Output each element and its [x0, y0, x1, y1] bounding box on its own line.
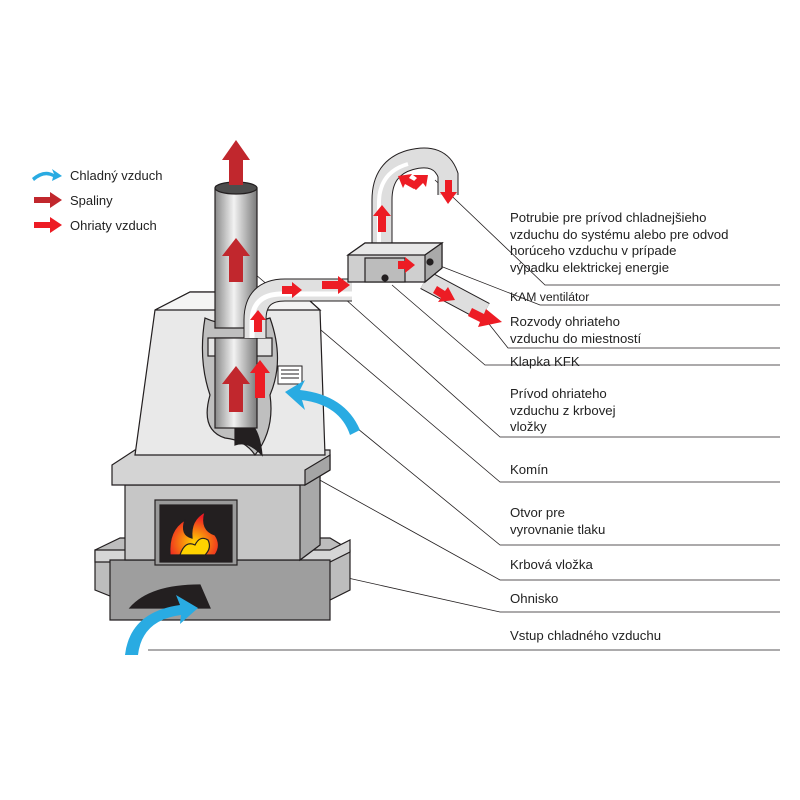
warm-arrow-duct-2 [322, 276, 350, 294]
warm-arrow-insert [250, 360, 270, 398]
label-firebox: Ohnisko [510, 591, 559, 606]
legend-item-flue-gas: Spaliny [30, 191, 113, 209]
bypass-pipe [371, 147, 459, 255]
mantel-shelf [111, 449, 331, 487]
label-kam-fan: KAM ventilátor [510, 290, 590, 304]
pressure-opening-grille [277, 365, 303, 385]
warm-air-arrows [250, 174, 502, 398]
label-distribution: Rozvody ohriateho vzduchu do miestností [510, 314, 642, 346]
cold-arrow-inlet [125, 595, 198, 655]
fireplace-body [124, 468, 321, 566]
warm-arrow-dist-1 [433, 286, 455, 302]
kam-fan-box [346, 241, 444, 284]
label-pressure-opening: Otvor pre vyrovnanie tlaku [510, 505, 606, 537]
warm-arrow-duct-1 [282, 282, 302, 298]
warm-air-arrow-icon [34, 217, 62, 233]
leader-line-hot-air-supply [325, 281, 780, 438]
label-cold-air-inlet: Vstup chladného vzduchu [510, 628, 662, 643]
label-pipe-bypass: Potrubie pre prívod chladnejšieho vzduch… [510, 210, 729, 275]
legend-label: Chladný vzduch [70, 167, 163, 183]
label-fireplace-insert: Krbová vložka [510, 557, 593, 572]
warm-arrow-bypass-up [373, 205, 391, 232]
leader-line-pressure-opening [291, 374, 780, 546]
cold-air-arrow-icon [32, 169, 62, 181]
legend-item-warm-air: Ohriaty vzduch [30, 216, 157, 234]
leader-line-kfk [391, 284, 780, 366]
leader-line-chimney [235, 257, 780, 483]
warm-arrow-bypass-down [440, 180, 457, 204]
leader-line-kam-fan [429, 261, 780, 306]
label-hot-air-supply: Prívod ohriateho vzduchu z krbovej vložk… [510, 386, 616, 434]
distribution-pipe [420, 271, 490, 321]
label-kfk-flap: Klapka KFK [510, 354, 580, 369]
legend-label: Ohriaty vzduch [70, 217, 157, 233]
leader-line-pipe-bypass [434, 179, 780, 286]
warm-arrow-dist-2 [468, 308, 502, 327]
warm-arrow-bend-2 [410, 175, 428, 190]
flue-arrow-mid [222, 238, 250, 282]
legend-label: Spaliny [70, 192, 113, 208]
warm-arrow-duct-up [250, 310, 266, 332]
label-chimney: Komín [510, 462, 549, 477]
flue-gas-arrows [222, 140, 250, 412]
warm-arrow-fanbox [398, 257, 415, 273]
flue-gas-arrow-icon [34, 192, 62, 208]
flue-arrow-low [222, 366, 250, 412]
cold-arrow-pressure [285, 380, 360, 435]
legend-item-cold-air: Chladný vzduch [30, 166, 163, 184]
leader-line-insert [261, 447, 780, 581]
cold-air-arrows [125, 380, 360, 655]
flue-arrow-top [222, 140, 250, 185]
